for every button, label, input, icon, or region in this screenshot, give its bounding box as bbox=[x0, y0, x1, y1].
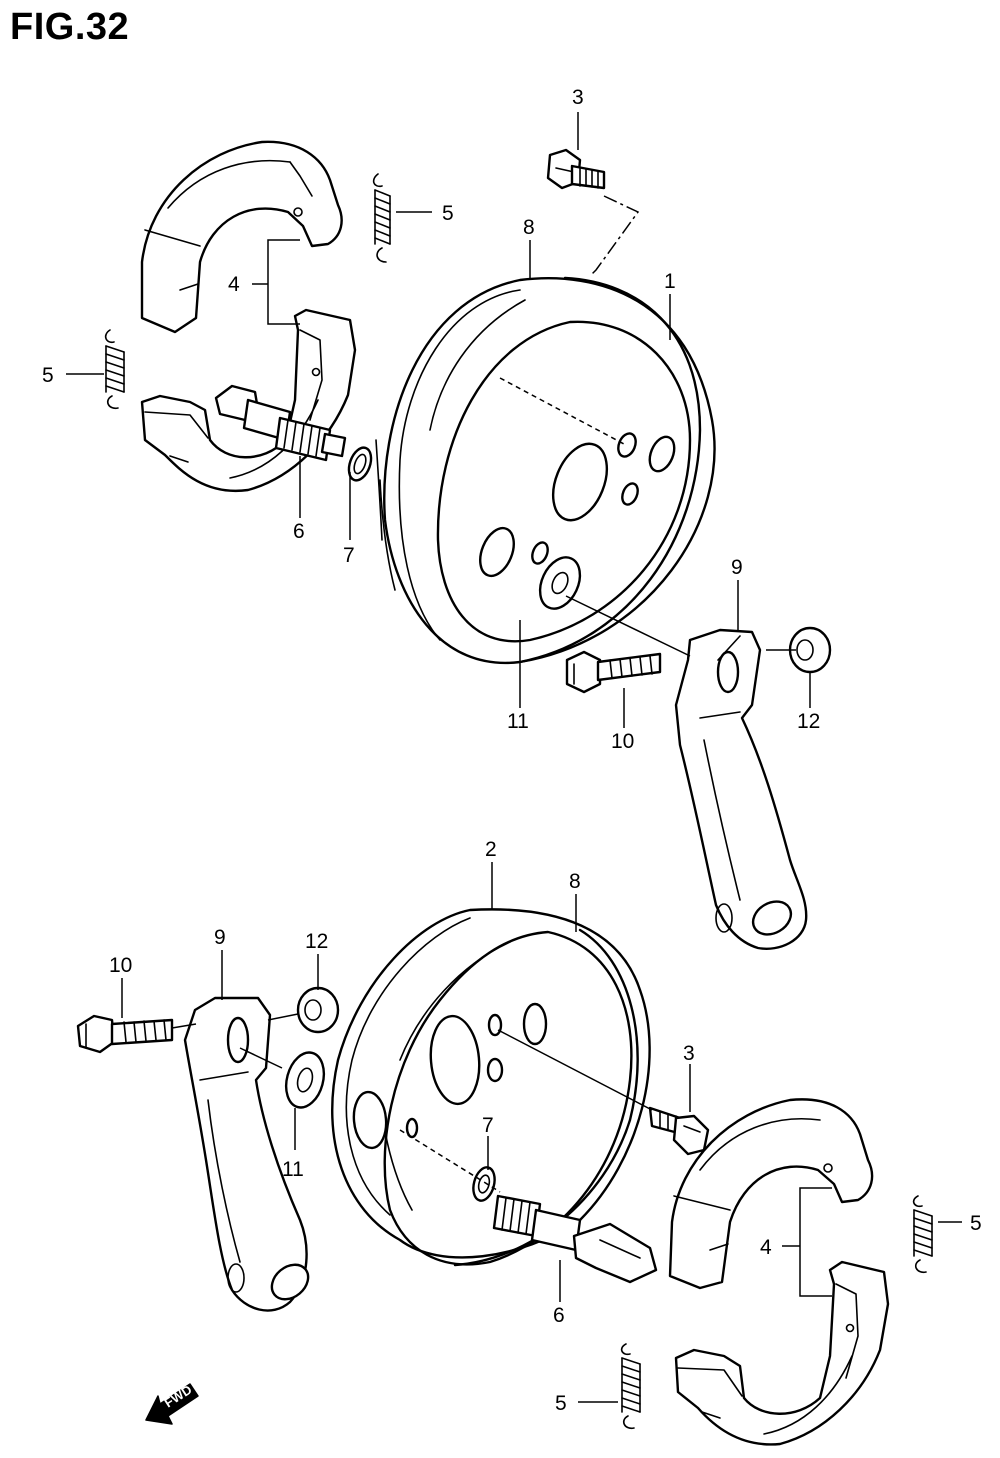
callout-12-top: 12 bbox=[797, 710, 820, 733]
brake-shoe-lower-bottom bbox=[674, 1260, 890, 1446]
callout-9-bottom: 9 bbox=[214, 926, 226, 949]
callout-2-bottom: 2 bbox=[485, 838, 497, 861]
spring-right-bottom bbox=[912, 1195, 933, 1274]
callout-10-top: 10 bbox=[611, 730, 634, 753]
callout-7-bottom: 7 bbox=[482, 1114, 494, 1137]
spring-upper-top bbox=[372, 173, 391, 263]
camshaft-bottom bbox=[492, 1194, 658, 1284]
brake-shoe-upper-top bbox=[140, 140, 343, 334]
spring-bottom-bottom bbox=[620, 1343, 641, 1430]
callout-5-lower-top: 5 bbox=[42, 364, 54, 387]
callout-3-top: 3 bbox=[572, 86, 584, 109]
callout-8-bottom: 8 bbox=[569, 870, 581, 893]
brake-drum-bottom bbox=[331, 908, 651, 1267]
callout-4-bottom: 4 bbox=[760, 1236, 772, 1259]
brake-arm-bottom bbox=[183, 996, 310, 1312]
callout-3-bottom: 3 bbox=[683, 1042, 695, 1065]
brake-drum-top bbox=[375, 276, 716, 665]
bolt-3-bottom bbox=[648, 1106, 710, 1156]
callout-11-top: 11 bbox=[507, 710, 529, 733]
callout-6-bottom: 6 bbox=[553, 1304, 565, 1327]
bolt-10-bottom bbox=[76, 1014, 174, 1054]
callout-10-bottom: 10 bbox=[109, 954, 132, 977]
brake-shoe-upper-bottom bbox=[668, 1098, 874, 1290]
washer-11-top bbox=[538, 556, 582, 610]
washer-11-bottom bbox=[284, 1051, 326, 1109]
bolt-3-top bbox=[546, 148, 606, 190]
callout-6-top: 6 bbox=[293, 520, 305, 543]
callout-12-bottom: 12 bbox=[305, 930, 328, 953]
callout-5-right-bottom: 5 bbox=[970, 1212, 982, 1235]
washer-7-top bbox=[347, 446, 373, 482]
callout-11-bottom: 11 bbox=[282, 1158, 304, 1181]
spring-lower-top bbox=[104, 329, 125, 410]
nut-12-bottom bbox=[296, 986, 340, 1034]
callout-8-top: 8 bbox=[523, 216, 535, 239]
figure-title: FIG.32 bbox=[10, 6, 130, 48]
camshaft-top bbox=[214, 384, 347, 462]
brake-arm-top bbox=[674, 628, 808, 950]
callout-labels: 3 5 8 1 4 5 6 7 9 11 10 12 2 8 9 12 10 3… bbox=[42, 86, 982, 1415]
forward-arrow-icon: FWD bbox=[145, 1382, 199, 1425]
bolt-10-top bbox=[565, 650, 662, 694]
callout-9-top: 9 bbox=[731, 556, 743, 579]
leader-lines bbox=[66, 112, 962, 1403]
callout-7-top: 7 bbox=[343, 544, 355, 567]
callout-1-top: 1 bbox=[664, 270, 676, 293]
callout-4-top: 4 bbox=[228, 273, 240, 296]
callout-5-upper-top: 5 bbox=[442, 202, 454, 225]
callout-5-lower-bottom: 5 bbox=[555, 1392, 567, 1415]
